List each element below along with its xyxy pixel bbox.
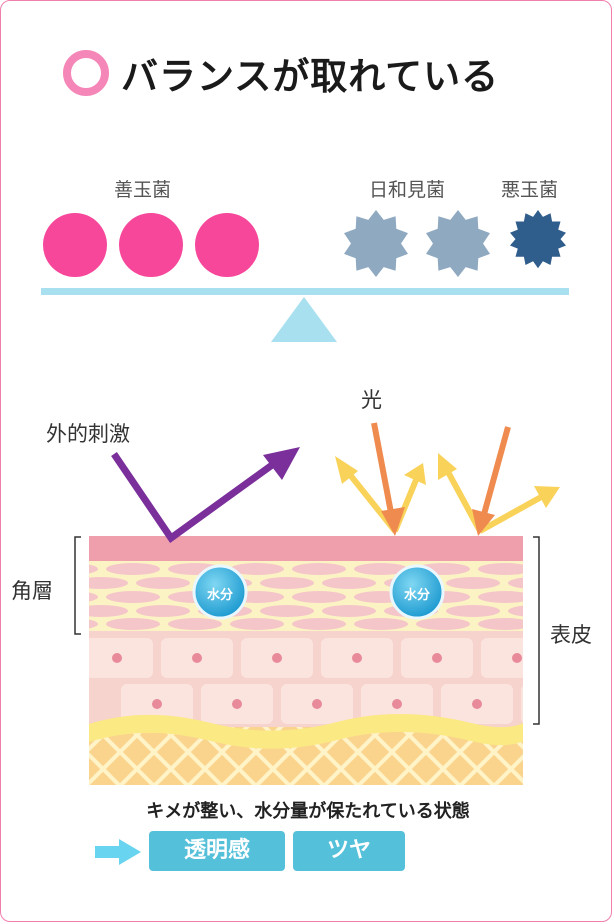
corneocyte bbox=[354, 618, 408, 630]
balance-scale-svg bbox=[41, 210, 569, 342]
cell-nucleus bbox=[432, 653, 442, 663]
circle-mark-icon bbox=[63, 50, 109, 96]
corneocyte bbox=[292, 563, 346, 575]
epidermis-bracket bbox=[533, 536, 540, 725]
result-badge-transparency: 透明感 bbox=[149, 831, 285, 871]
corneocyte bbox=[89, 619, 98, 629]
corneocyte bbox=[508, 577, 523, 589]
corneocyte bbox=[89, 577, 128, 589]
cell-nucleus bbox=[512, 653, 522, 663]
cell-nucleus bbox=[392, 699, 402, 709]
external-stimulus-arrowhead bbox=[263, 447, 300, 480]
cell-nucleus bbox=[312, 699, 322, 709]
corneocyte bbox=[322, 605, 376, 617]
stratum-corneum-bracket bbox=[74, 536, 81, 635]
corneocyte bbox=[136, 577, 190, 589]
corneocyte bbox=[292, 618, 346, 630]
state-caption: キメが整い、水分量が保たれている状態 bbox=[146, 801, 470, 822]
cell-nucleus bbox=[152, 699, 162, 709]
epidermis-cells bbox=[89, 638, 562, 724]
corneocyte bbox=[416, 618, 470, 630]
corneocyte bbox=[230, 563, 284, 575]
corneocyte bbox=[354, 563, 408, 575]
incoming-light-arrows bbox=[371, 422, 511, 536]
corneocyte bbox=[508, 605, 523, 617]
scale-beam bbox=[41, 288, 569, 295]
cell-nucleus bbox=[232, 699, 242, 709]
basal-layer bbox=[89, 714, 523, 749]
corneocyte bbox=[168, 618, 222, 630]
moisture-drop bbox=[192, 564, 248, 620]
good-bacteria-ball bbox=[43, 213, 107, 277]
moisture-label: 水分 bbox=[403, 588, 430, 603]
corneocyte bbox=[89, 605, 128, 617]
corneocyte bbox=[89, 564, 98, 574]
epidermis-label: 表皮 bbox=[550, 623, 592, 647]
title-row: バランスが取れている bbox=[63, 43, 499, 103]
corneocyte bbox=[230, 618, 284, 630]
cell-nucleus bbox=[352, 653, 362, 663]
external-stimulus-label: 外的刺激 bbox=[46, 422, 130, 446]
page-title: バランスが取れている bbox=[121, 55, 500, 98]
epidermal-cell bbox=[481, 638, 523, 678]
bad-bacteria-label: 悪玉菌 bbox=[501, 179, 559, 201]
bad-bacteria-star bbox=[510, 210, 566, 269]
result-badge-gloss: ツヤ bbox=[293, 831, 405, 871]
corneocyte bbox=[106, 591, 160, 603]
corneocyte bbox=[446, 577, 500, 589]
neutral-bacteria-star bbox=[344, 210, 408, 277]
corneocyte bbox=[478, 563, 523, 575]
moisture-drop bbox=[389, 564, 445, 620]
good-bacteria-label: 善玉菌 bbox=[114, 179, 172, 201]
external-stimulus-arrow bbox=[111, 452, 282, 543]
cell-nucleus bbox=[272, 653, 282, 663]
corneocyte bbox=[478, 591, 523, 603]
corneocyte bbox=[260, 605, 314, 617]
neutral-bacteria-label: 日和見菌 bbox=[369, 179, 446, 201]
corneocyte bbox=[292, 591, 346, 603]
cell-nucleus bbox=[192, 653, 202, 663]
skin-diagram-svg bbox=[74, 422, 562, 785]
cell-nucleus bbox=[112, 653, 122, 663]
corneocyte bbox=[89, 592, 98, 602]
skin-surface-top bbox=[89, 536, 523, 561]
reflected-light-arrows bbox=[335, 453, 560, 534]
corneocyte bbox=[478, 618, 523, 630]
corneocyte bbox=[322, 577, 376, 589]
cell-nucleus bbox=[472, 699, 482, 709]
cell-nucleus bbox=[552, 699, 562, 709]
neutral-bacteria-star bbox=[426, 210, 490, 277]
corneocyte bbox=[446, 605, 500, 617]
good-bacteria-ball bbox=[119, 213, 183, 277]
moisture-label: 水分 bbox=[206, 588, 233, 603]
corneocyte bbox=[260, 577, 314, 589]
light-label: 光 bbox=[361, 388, 382, 412]
epidermal-cell bbox=[521, 685, 523, 723]
corneocyte bbox=[106, 563, 160, 575]
good-bacteria-ball bbox=[195, 213, 259, 277]
scale-fulcrum bbox=[271, 297, 337, 342]
corneocyte bbox=[136, 605, 190, 617]
stratum-corneum-label: 角層 bbox=[11, 579, 53, 603]
right-arrow-icon bbox=[95, 839, 141, 865]
corneocyte bbox=[106, 618, 160, 630]
